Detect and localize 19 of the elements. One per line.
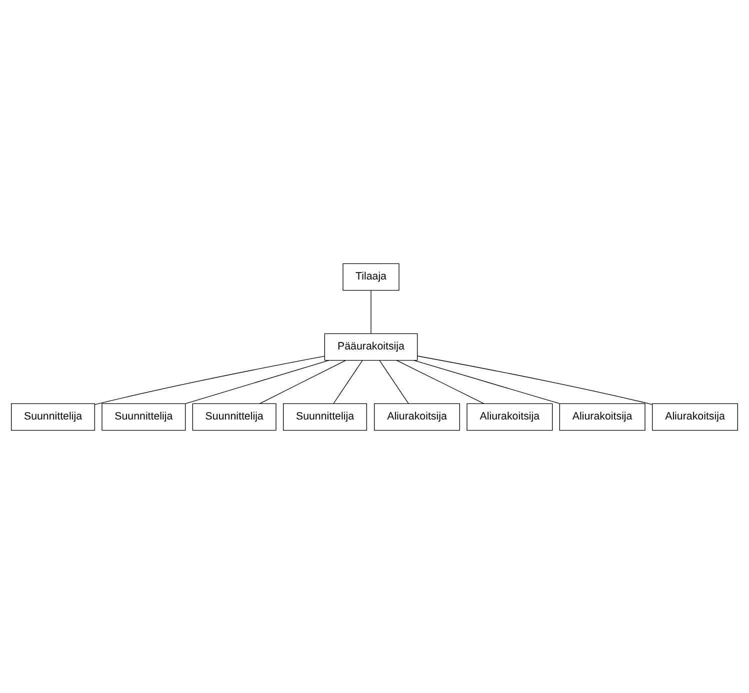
connector — [185, 360, 330, 404]
connector — [379, 360, 409, 404]
connector — [259, 360, 346, 404]
connector — [94, 355, 325, 404]
node-box: Aliurakoitsija — [652, 402, 738, 430]
node-box: Aliurakoitsija — [559, 402, 646, 430]
node-box: Suunnittelija — [102, 402, 186, 430]
connector — [333, 360, 363, 404]
connector — [413, 360, 560, 404]
node-box: Tilaaja — [342, 262, 400, 290]
node-box: Pääurakoitsija — [324, 332, 418, 360]
node-box: Suunnittelija — [283, 402, 367, 430]
node-box: Suunnittelija — [11, 402, 95, 430]
connector — [417, 355, 652, 404]
connector — [370, 290, 372, 334]
node-box: Suunnittelija — [192, 402, 276, 430]
connector — [396, 360, 484, 404]
node-box: Aliurakoitsija — [374, 402, 460, 430]
node-box: Aliurakoitsija — [466, 402, 553, 430]
